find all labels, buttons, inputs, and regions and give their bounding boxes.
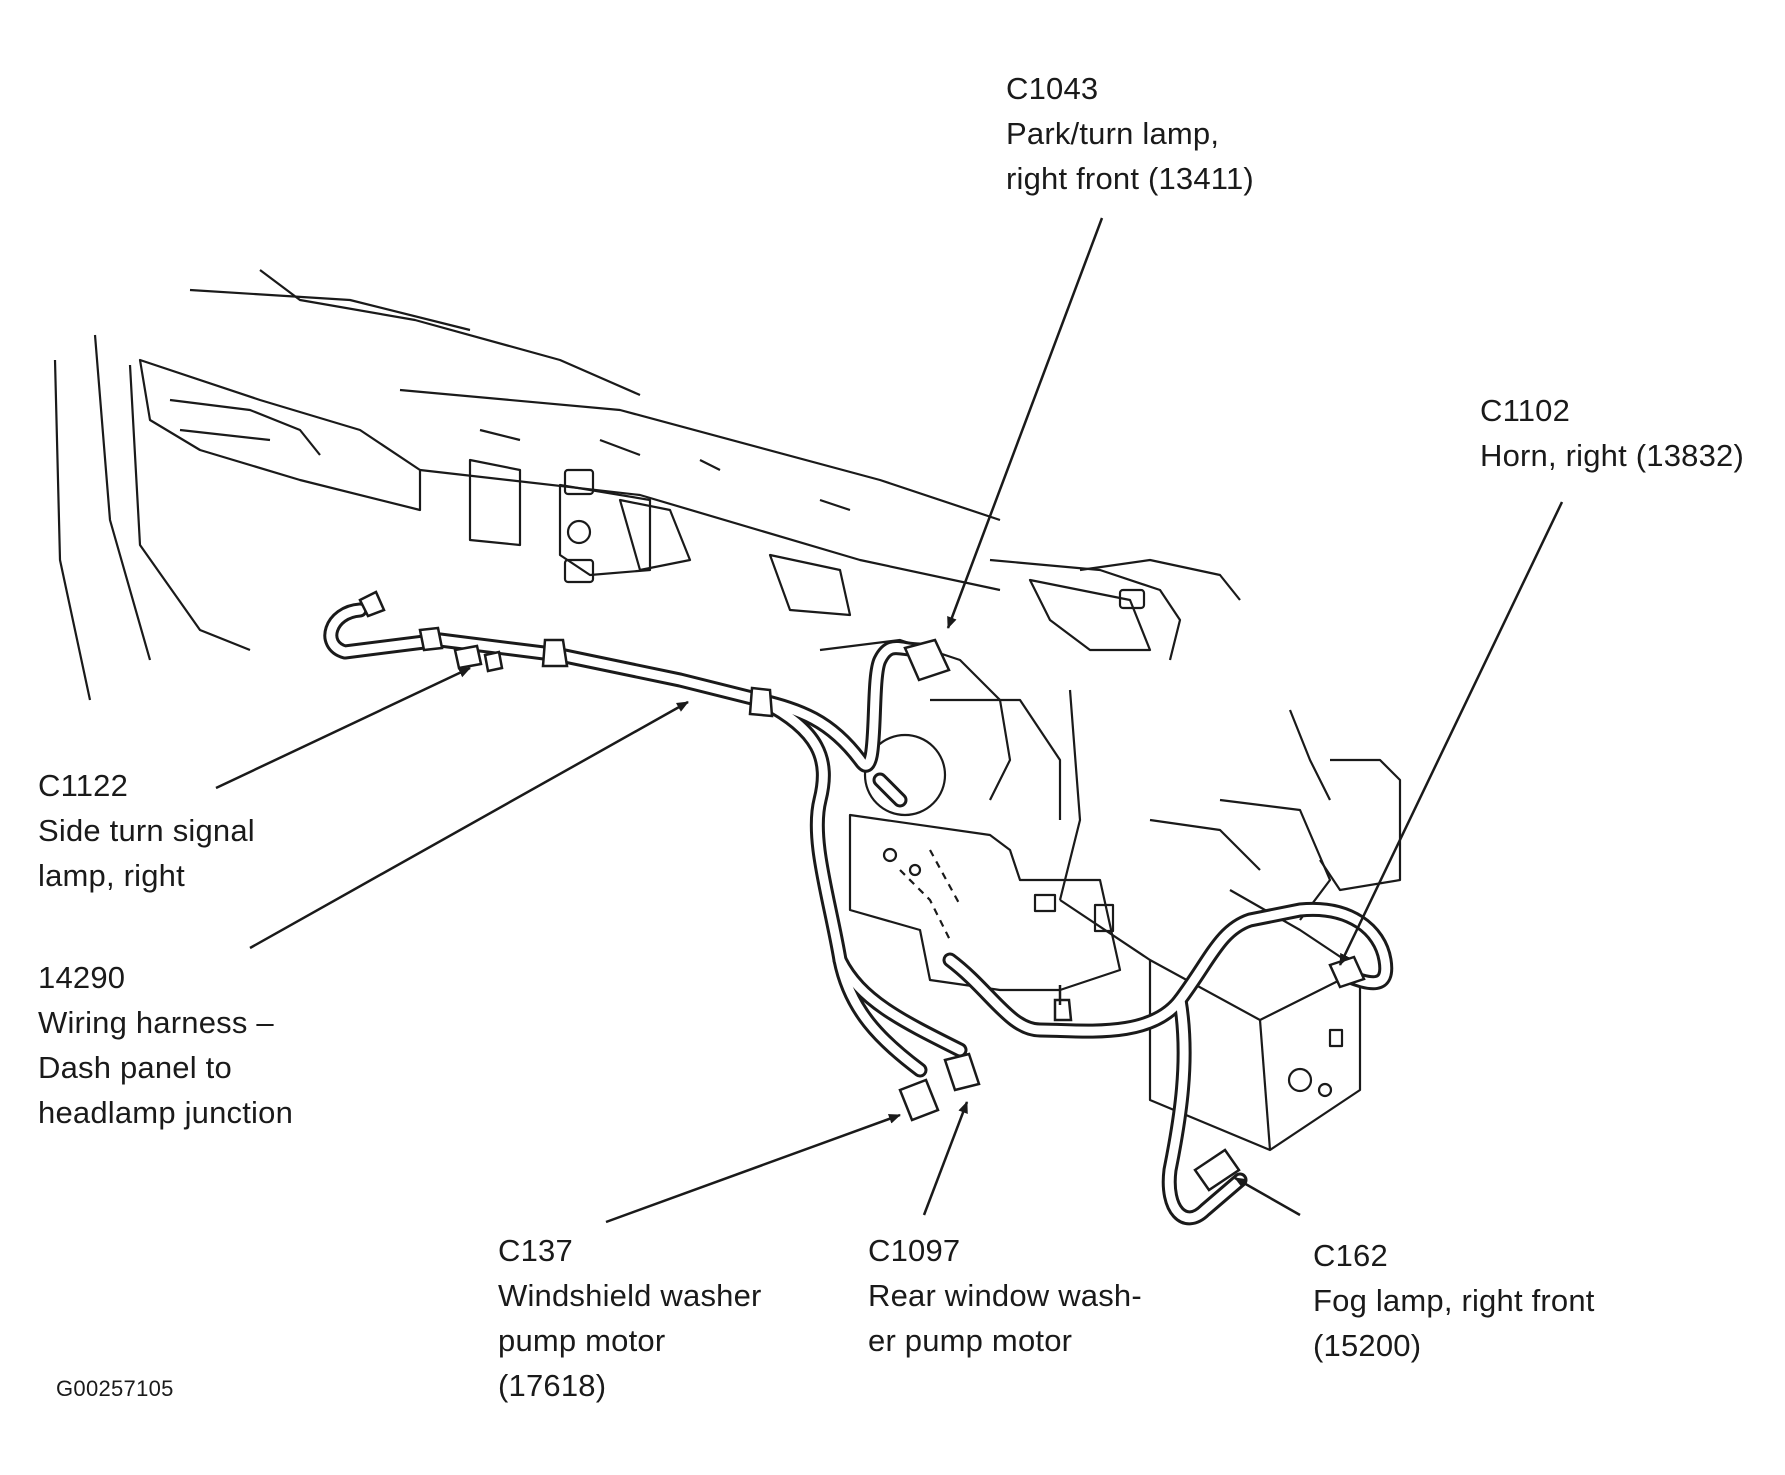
clip — [541, 638, 569, 668]
clip — [1053, 998, 1073, 1022]
connector-c1043 — [903, 638, 951, 682]
callout-c162: C162 Fog lamp, right front (15200) — [1313, 1233, 1595, 1368]
callout-line: Side turn signal — [38, 813, 255, 848]
callout-line: er pump motor — [868, 1323, 1073, 1358]
connector-code: C162 — [1313, 1238, 1388, 1273]
leader-c1043 — [946, 217, 1104, 629]
clip — [358, 590, 386, 618]
callout-line: Horn, right (13832) — [1480, 438, 1744, 473]
callout-line: Park/turn lamp, — [1006, 116, 1220, 151]
callout-line: pump motor — [498, 1323, 666, 1358]
figure-id: G00257105 — [56, 1376, 174, 1401]
harness-connectors — [358, 590, 1366, 1192]
wiring-harness — [323, 602, 1394, 1226]
callout-14290: 14290 Wiring harness – Dash panel to hea… — [38, 955, 293, 1135]
connector-code: C137 — [498, 1233, 573, 1268]
callout-line: headlamp junction — [38, 1095, 294, 1130]
callout-line: Fog lamp, right front — [1313, 1283, 1595, 1318]
leader-c162 — [1234, 1176, 1301, 1217]
callout-line: lamp, right — [38, 858, 185, 893]
leader-c137 — [605, 1113, 901, 1224]
callout-line: Rear window wash- — [868, 1278, 1142, 1313]
callout-c137: C137 Windshield washer pump motor (17618… — [498, 1228, 762, 1408]
connector-code: C1097 — [868, 1233, 961, 1268]
connector-c1122 — [453, 644, 483, 670]
connector-c162 — [1193, 1148, 1241, 1192]
body-structure — [53, 269, 1402, 1152]
callout-c1097: C1097 Rear window wash- er pump motor — [868, 1228, 1142, 1363]
leader-lines — [215, 217, 1564, 1224]
connector-c1122-b — [483, 650, 504, 673]
callout-line: (15200) — [1313, 1328, 1422, 1363]
leader-c1122 — [215, 666, 471, 790]
leader-c1102 — [1338, 501, 1564, 966]
callout-c1102: C1102 Horn, right (13832) — [1480, 388, 1744, 478]
connector-c137 — [898, 1078, 940, 1122]
connector-code: C1122 — [38, 768, 129, 803]
callout-line: Wiring harness – — [38, 1005, 274, 1040]
callout-c1122: C1122 Side turn signal lamp, right — [38, 763, 255, 898]
callout-line: Dash panel to — [38, 1050, 232, 1085]
clip — [748, 686, 774, 718]
callout-line: (17618) — [498, 1368, 607, 1403]
connector-code: C1102 — [1480, 393, 1571, 428]
callout-line: right front (13411) — [1006, 161, 1254, 196]
callout-line: Windshield washer — [498, 1278, 762, 1313]
leader-14290 — [249, 700, 689, 950]
leader-c1097 — [922, 1101, 969, 1216]
connector-code: C1043 — [1006, 71, 1099, 106]
part-number: 14290 — [38, 960, 126, 995]
connector-c1097 — [943, 1052, 981, 1092]
callout-c1043: C1043 Park/turn lamp, right front (13411… — [1006, 66, 1254, 201]
clip — [418, 626, 444, 652]
